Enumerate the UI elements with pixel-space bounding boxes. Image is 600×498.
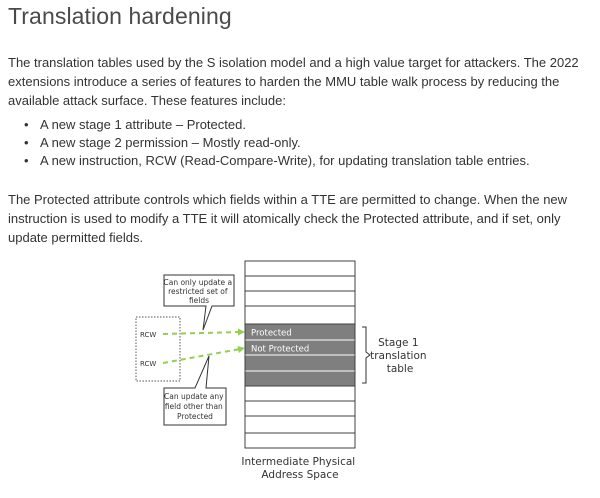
callout-restricted: Can only update a restricted set of fiel… [163,274,235,331]
stage1-label: Stage 1 translation table [370,337,430,375]
page-title: Translation hardening [8,3,232,29]
intro-paragraph: The translation tables used by the S iso… [8,55,579,108]
table-entry [244,290,356,307]
rcw-box [135,316,181,382]
arrowhead [237,346,245,353]
table-entry [244,415,356,434]
entry-protected-label: Protected [251,329,292,339]
feature-item: A new stage 1 attribute – Protected. [22,116,530,134]
translation-table [244,260,356,449]
protected-paragraph: The Protected attribute controls which f… [8,192,568,245]
table-entry [244,305,356,325]
rcw-label: RCW [140,331,156,339]
table-entry [244,275,356,292]
svg-text:Can update any field oth: Can update any field other than Protecte… [164,392,226,421]
table-entry [244,370,356,387]
svg-text:Can only update a restri: Can only update a restricted set of fiel… [163,278,234,305]
entry-not-protected-label: Not Protected [251,345,309,355]
rcw-label: RCW [140,360,156,368]
feature-item: A new stage 2 permission – Mostly read-o… [22,134,530,152]
rcw-arrows [162,328,245,364]
table-entry [244,432,356,449]
ipa-label: Intermediate Physical Address Space [241,456,358,481]
table-entry [244,354,356,372]
feature-list: A new stage 1 attribute – Protected. A n… [22,116,530,170]
callout-any-field: Can update any field other than Protecte… [163,355,227,426]
stage1-bracket [362,326,371,384]
arrowhead [238,328,245,336]
table-entry [244,260,356,277]
table-entry [244,400,356,417]
arrow-to-protected [162,331,241,335]
feature-item: A new instruction, RCW (Read-Compare-Wri… [22,152,530,170]
table-entry [244,385,356,402]
arrow-to-not-protected [162,348,241,364]
